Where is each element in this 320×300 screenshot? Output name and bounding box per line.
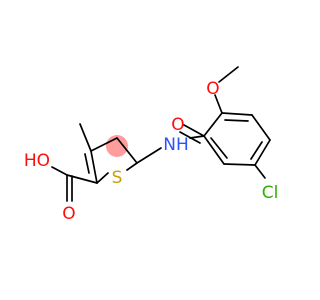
bond-c3-c4 [90,137,118,152]
molecule-diagram: HO O S NH O O Cl [24,66,278,224]
bond-ar-cl [254,164,266,179]
bond-c2-c3 [90,150,98,184]
bond-c5-n [136,147,162,164]
bond-ar-1 [203,112,223,137]
bond-ar-o [214,94,223,114]
atom-labels: HO O S NH O O Cl [24,79,278,224]
bond-ar-5 [223,163,256,166]
amide-nitrogen-label: NH [163,135,189,155]
bond-ar-2 [221,112,253,116]
bond-c5-s [126,162,138,171]
bond-c2-c3-inner [84,153,90,174]
structure-drawing: HO O S NH O O Cl [24,66,278,224]
chlorine-label: Cl [262,183,279,203]
bond-ar-3 [251,114,271,141]
methoxy-oxygen-label: O [206,79,219,99]
bond-methyl [79,123,92,152]
bond-ar-inner-3 [210,137,228,159]
bond-s-c2 [96,172,109,184]
bond-ar-6 [203,135,225,165]
bond-c-oh [51,166,68,176]
bond-c-o-double-b [179,131,201,144]
hydroxyl-label: HO [24,151,50,171]
bond-ar-inner-1 [224,119,249,122]
bond-n-c [189,135,205,139]
amide-oxygen-label: O [171,115,184,135]
bond-o-ch3 [218,66,239,83]
bond-c-o-double-a [183,124,205,137]
sulfur-label: S [112,168,123,188]
bonds [51,66,271,202]
bond-c4-c5 [116,137,138,164]
bond-ar-4 [254,139,271,166]
carboxyl-oxygen-label: O [62,204,75,224]
bond-ar-inner-2 [250,141,263,160]
